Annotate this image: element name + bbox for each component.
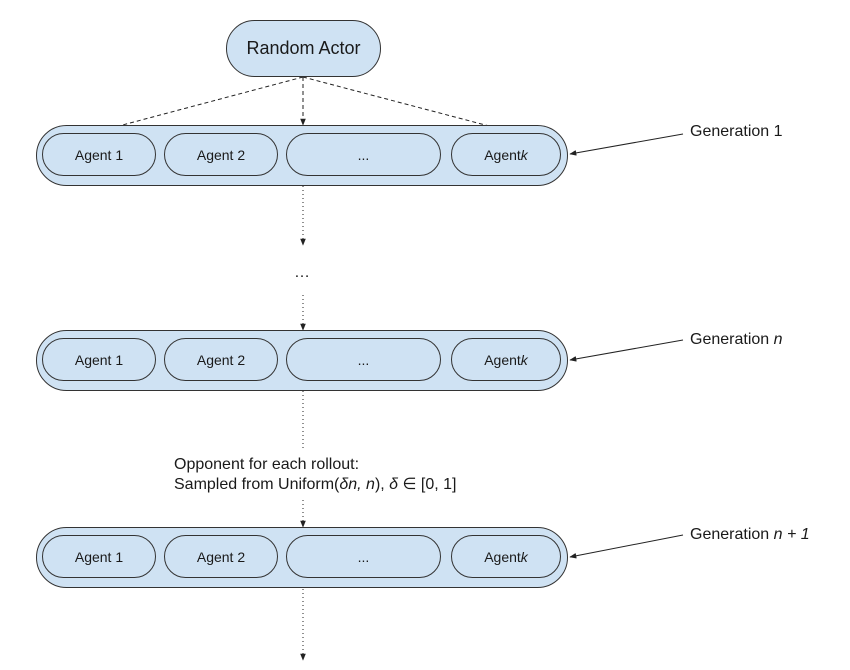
gen1-agent-1: Agent 1 <box>42 133 156 176</box>
dashed-arrow-agent-k <box>302 76 509 133</box>
random-actor-label: Random Actor <box>246 38 361 58</box>
gen1-agent-ellipsis: ... <box>286 133 441 176</box>
genn-agent-1: Agent 1 <box>42 338 156 381</box>
random-actor-node: Random Actor <box>226 20 381 77</box>
genn-agent-k: Agent k <box>451 338 561 381</box>
gen1-agent-k: Agent k <box>451 133 561 176</box>
gen1-agent-2: Agent 2 <box>164 133 278 176</box>
generation-1-label: Generation 1 <box>690 123 783 140</box>
dashed-arrow-agent-1 <box>99 76 304 133</box>
genn1-agent-2: Agent 2 <box>164 535 278 578</box>
generation-n-label: Generation n <box>690 331 783 348</box>
generations-ellipsis: … <box>294 264 310 281</box>
generation-n-row: Agent 1 Agent 2 ... Agent k <box>36 330 568 391</box>
label-arrow-gen-n <box>569 339 684 362</box>
sampling-note-line-1: Opponent for each rollout: <box>174 456 360 473</box>
generation-1-row: Agent 1 Agent 2 ... Agent k <box>36 125 568 186</box>
genn1-agent-ellipsis: ... <box>286 535 441 578</box>
genn-agent-ellipsis: ... <box>286 338 441 381</box>
sampling-note-line-2: Sampled from Uniform(δn, n), δ ∈ [0, 1] <box>174 476 457 493</box>
generation-n-plus-1-row: Agent 1 Agent 2 ... Agent k <box>36 527 568 588</box>
sampling-note: Opponent for each rollout: Sampled from … <box>174 455 456 495</box>
label-arrow-gen-n1 <box>569 534 684 559</box>
genn1-agent-k: Agent k <box>451 535 561 578</box>
generation-n-plus-1-label: Generation n + 1 <box>690 526 810 543</box>
genn-agent-2: Agent 2 <box>164 338 278 381</box>
label-arrow-gen-1 <box>569 133 684 156</box>
genn1-agent-1: Agent 1 <box>42 535 156 578</box>
